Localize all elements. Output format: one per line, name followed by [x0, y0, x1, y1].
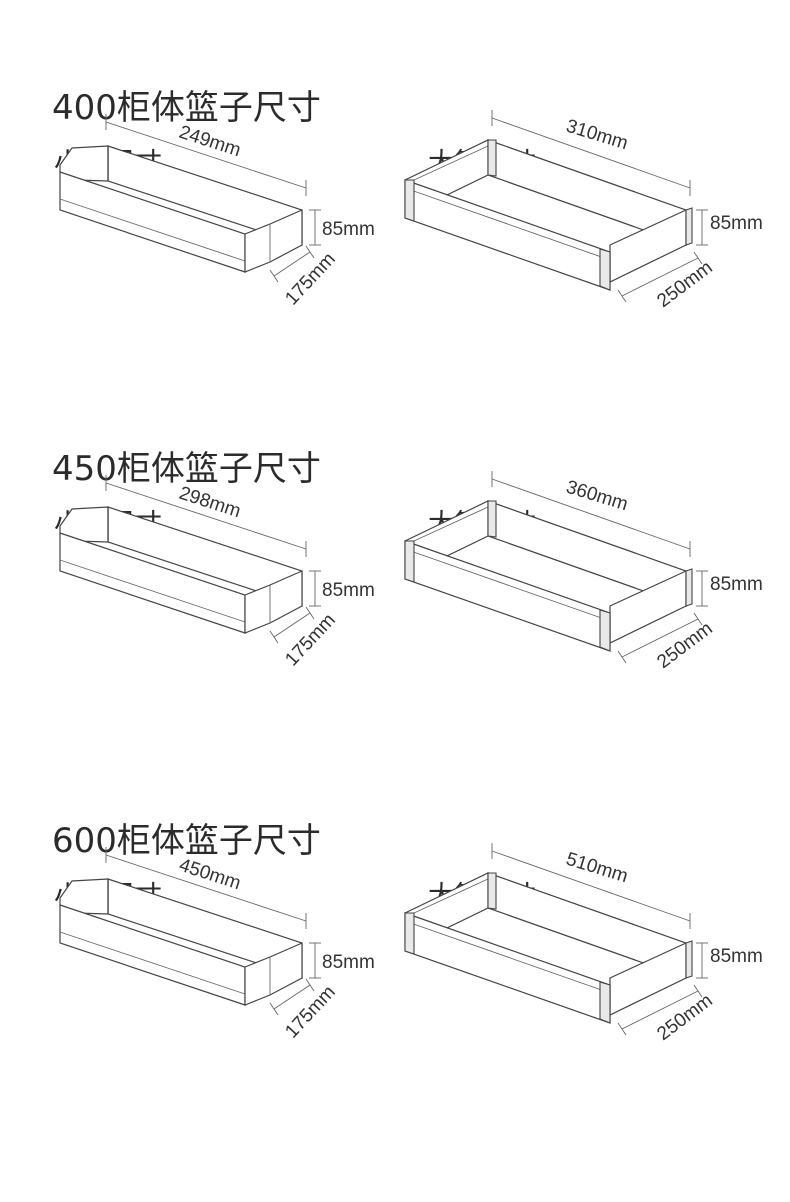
large-basket-front-rim — [404, 187, 611, 261]
small-length-dim-line — [105, 482, 307, 550]
large-basket-post-back-left — [487, 872, 497, 910]
small-basket-front-rim — [59, 931, 246, 995]
large-basket-post-back-right — [685, 940, 693, 979]
small-depth-dim-tick-a — [269, 630, 279, 644]
large-length-dim-line — [491, 478, 691, 550]
small-depth-dim-tick-a — [269, 1002, 279, 1016]
basket-drawings: 450mm 85mm 175mm — [59, 843, 763, 1045]
large-length-label: 310mm — [564, 116, 631, 155]
small-height-label: 85mm — [322, 219, 375, 240]
large-basket-post-front-right — [599, 609, 611, 652]
large-basket-diagram: 310mm 85mm 250mm — [404, 110, 763, 312]
small-depth-dim-line — [273, 984, 311, 1010]
small-basket-front-rim — [59, 559, 246, 623]
small-depth-dim-tick-b — [305, 245, 315, 259]
large-basket-left-inner — [413, 878, 489, 914]
small-length-label: 249mm — [176, 122, 243, 162]
small-basket-front-rim — [59, 198, 246, 262]
large-depth-label: 250mm — [653, 257, 716, 312]
large-basket-front-rim — [404, 920, 611, 994]
large-basket-post-back-left — [487, 500, 497, 538]
large-basket-diagram: 360mm 85mm 250mm — [404, 471, 763, 673]
large-depth-dim-tick-a — [617, 1022, 627, 1036]
small-depth-dim-tick-b — [305, 978, 315, 992]
large-basket-post-front-left — [404, 540, 415, 583]
large-depth-dim-tick-a — [617, 289, 627, 303]
large-basket-left-inner — [413, 145, 489, 181]
large-depth-dim-tick-b — [693, 612, 703, 626]
large-basket-post-back-right — [685, 568, 693, 607]
small-length-label: 298mm — [176, 483, 243, 523]
small-depth-label: 175mm — [281, 249, 340, 310]
small-depth-dim-tick-a — [269, 269, 279, 283]
small-height-label: 85mm — [322, 580, 375, 601]
small-depth-dim-tick-b — [305, 606, 315, 620]
basket-drawings: 298mm 85mm 175mm — [59, 471, 763, 673]
large-basket-diagram: 510mm 85mm 250mm — [404, 843, 763, 1045]
basket-size-section: 450柜体篮子尺寸 小篮尺寸 大篮尺寸 — [0, 361, 790, 736]
large-basket-front-rim — [404, 548, 611, 622]
large-depth-dim-tick-b — [693, 984, 703, 998]
basket-size-section: 400柜体篮子尺寸 小篮尺寸 大篮尺寸 — [0, 0, 790, 375]
large-basket-post-front-left — [404, 912, 415, 955]
large-length-dim-line — [491, 117, 691, 189]
large-basket-left-inner — [413, 506, 489, 542]
large-basket-post-front-left — [404, 179, 415, 222]
small-depth-label: 175mm — [281, 982, 340, 1043]
large-depth-dim-tick-a — [617, 650, 627, 664]
large-depth-dim-line — [621, 990, 699, 1030]
large-basket-post-front-right — [599, 248, 611, 291]
large-length-label: 360mm — [564, 477, 631, 516]
large-basket-post-back-right — [685, 207, 693, 246]
large-depth-label: 250mm — [653, 618, 716, 673]
small-length-dim-line — [105, 121, 307, 189]
small-depth-dim-line — [273, 251, 311, 277]
small-depth-label: 175mm — [281, 610, 340, 671]
large-height-label: 85mm — [710, 946, 763, 967]
basket-drawings: 249mm 85mm 175mm — [59, 110, 763, 312]
large-length-label: 510mm — [564, 849, 631, 888]
large-depth-label: 250mm — [653, 990, 716, 1045]
large-depth-dim-line — [621, 257, 699, 297]
large-depth-dim-line — [621, 618, 699, 658]
section-title: 600柜体篮子尺寸 — [52, 821, 321, 861]
large-depth-dim-tick-b — [693, 251, 703, 265]
large-length-dim-line — [491, 850, 691, 922]
small-height-label: 85mm — [322, 952, 375, 973]
large-height-label: 85mm — [710, 574, 763, 595]
small-basket-diagram: 249mm 85mm 175mm — [59, 114, 375, 310]
section-title: 450柜体篮子尺寸 — [52, 449, 321, 489]
large-basket-post-front-right — [599, 981, 611, 1024]
large-basket-post-back-left — [487, 139, 497, 177]
small-basket-diagram: 298mm 85mm 175mm — [59, 475, 375, 671]
large-height-label: 85mm — [710, 213, 763, 234]
small-depth-dim-line — [273, 612, 311, 638]
section-title: 400柜体篮子尺寸 — [52, 88, 321, 128]
small-basket-diagram: 450mm 85mm 175mm — [59, 847, 375, 1043]
small-length-dim-line — [105, 854, 307, 922]
basket-size-section: 600柜体篮子尺寸 小篮尺寸 大篮尺寸 — [0, 733, 790, 1108]
small-length-label: 450mm — [176, 855, 243, 895]
